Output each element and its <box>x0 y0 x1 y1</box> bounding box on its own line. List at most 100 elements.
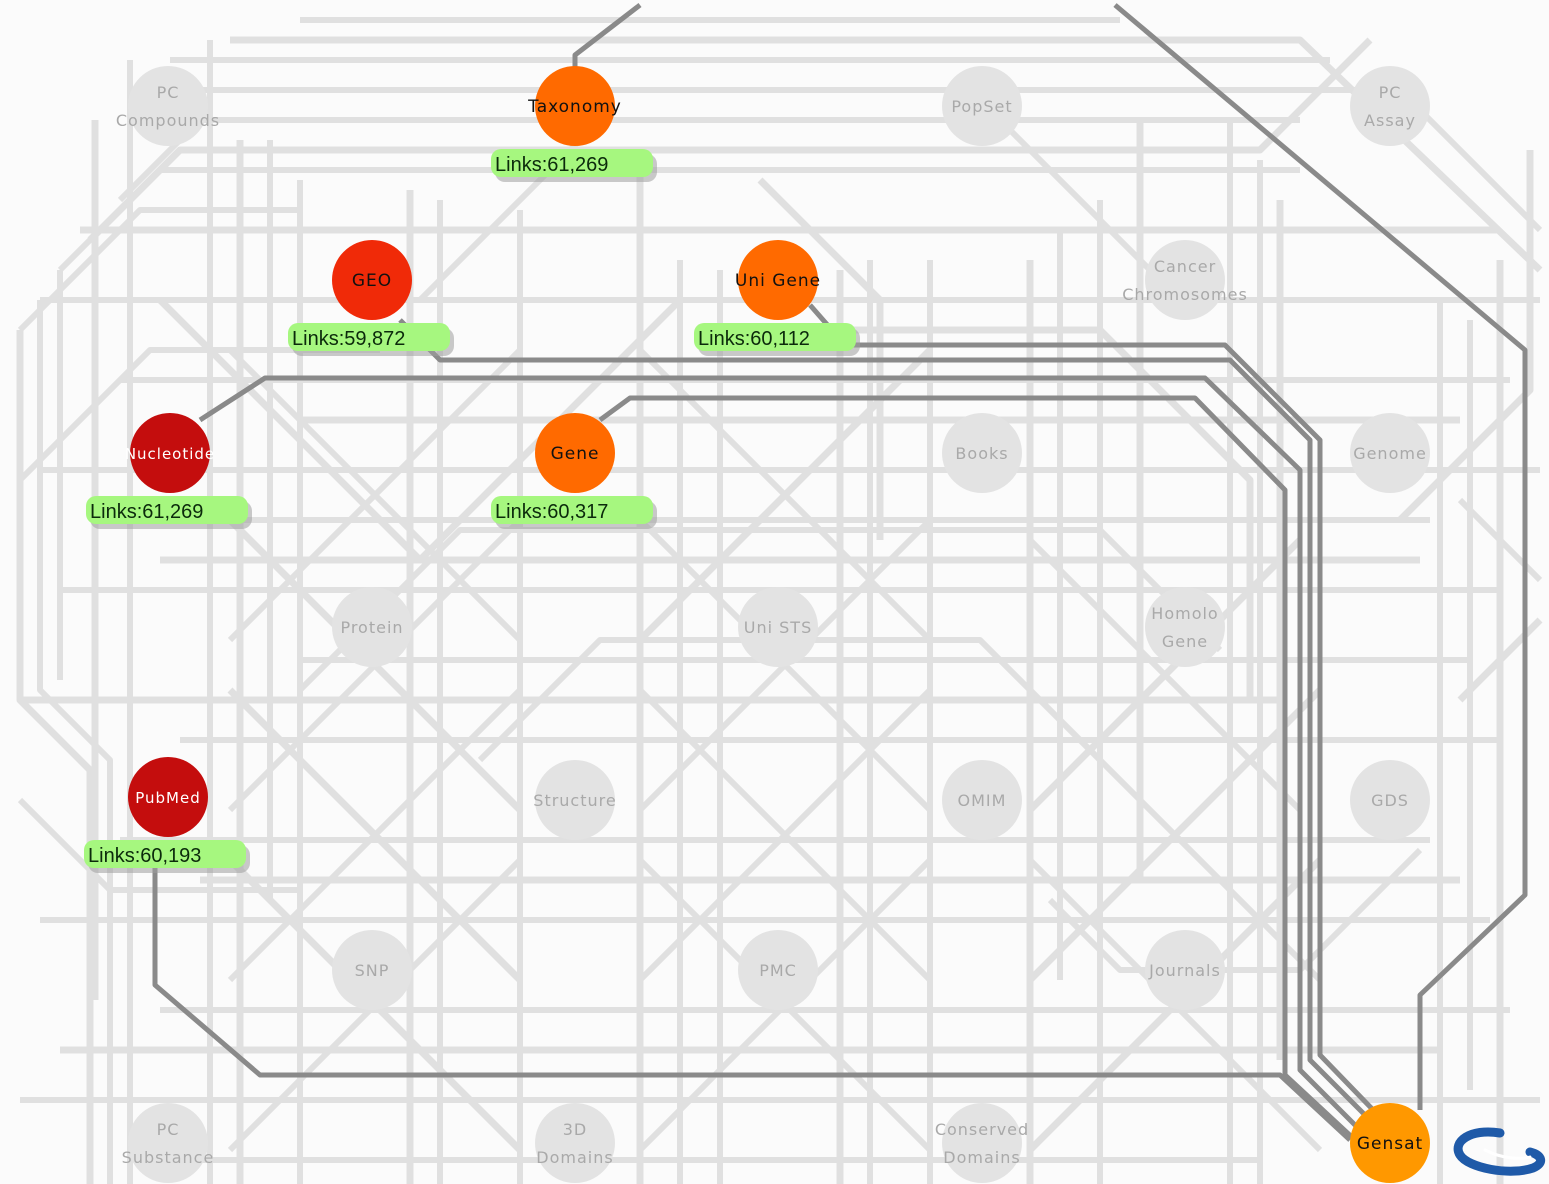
node-genome[interactable]: Genome <box>1350 413 1430 493</box>
node-label: Compounds <box>116 111 220 130</box>
node-circle <box>738 587 818 667</box>
node-label: OMIM <box>958 791 1007 810</box>
background-link-line <box>757 177 884 540</box>
node-label: PC <box>1379 83 1402 102</box>
node-label: Homolo <box>1151 604 1218 623</box>
links-count-text: Links:61,269 <box>90 501 203 523</box>
node-label: Substance <box>122 1148 215 1167</box>
node-label: Conserved <box>935 1120 1029 1139</box>
node-label: Protein <box>340 618 403 637</box>
node-label: PubMed <box>135 789 201 807</box>
node-circle <box>1350 413 1430 493</box>
node-label: Domains <box>536 1148 613 1167</box>
background-link-line <box>417 117 1183 303</box>
node-label: Taxonomy <box>527 97 622 117</box>
node-label: Assay <box>1364 111 1416 130</box>
links-badge-bg <box>86 496 248 524</box>
node-pc-substance[interactable]: PC Substance <box>122 1103 215 1183</box>
node-label: Journals <box>1148 961 1221 980</box>
background-link-line <box>820 326 1254 700</box>
node-circle <box>942 1103 1022 1183</box>
links-badge-bg <box>84 840 246 868</box>
node-label: 3D <box>563 1120 588 1139</box>
node-gds[interactable]: GDS <box>1350 760 1430 840</box>
node-label: GEO <box>352 271 392 291</box>
background-link-line <box>1027 537 1303 813</box>
node-3d-domains[interactable]: 3D Domains <box>535 1103 615 1183</box>
node-circle <box>332 930 412 1010</box>
links-count-text: Links:59,872 <box>292 328 405 350</box>
node-geo[interactable]: GEO <box>332 240 412 320</box>
node-circle <box>535 66 615 146</box>
node-circle <box>128 1103 208 1183</box>
node-circle <box>1350 66 1430 146</box>
node-label: Nucleotide <box>125 445 215 463</box>
background-link-line <box>17 207 300 333</box>
background-link-line <box>227 347 523 643</box>
links-badge-geo: Links:59,872 <box>288 323 454 356</box>
node-gene[interactable]: Gene <box>535 413 615 493</box>
node-label: Genome <box>1353 444 1427 463</box>
node-circle <box>535 760 615 840</box>
node-label: Gensat <box>1357 1134 1423 1154</box>
node-label: PopSet <box>951 97 1012 116</box>
background-link-line <box>17 797 300 893</box>
node-pubmed[interactable]: PubMed <box>128 757 208 837</box>
background-link-line <box>637 687 933 983</box>
node-circle <box>738 240 818 320</box>
active-link-line <box>152 840 1352 1142</box>
node-circle <box>1350 1103 1430 1183</box>
node-circle <box>738 930 818 1010</box>
node-omim[interactable]: OMIM <box>942 760 1022 840</box>
node-nucleotide[interactable]: Nucleotide <box>125 413 215 493</box>
background-link-line <box>227 687 523 983</box>
node-unigene[interactable]: Uni Gene <box>735 240 821 320</box>
node-circle <box>130 413 210 493</box>
background-link-line <box>1397 150 1534 523</box>
links-badge-pubmed: Links:60,193 <box>84 840 250 873</box>
links-badge-taxonomy: Links:61,269 <box>491 149 657 182</box>
node-label: SNP <box>355 961 390 980</box>
node-circle <box>1145 240 1225 320</box>
active-link-line <box>572 3 642 70</box>
node-circle <box>1145 930 1225 1010</box>
links-count-text: Links:60,193 <box>88 845 201 867</box>
active-link-lines <box>152 3 1528 1142</box>
node-snp[interactable]: SNP <box>332 930 412 1010</box>
node-structure[interactable]: Structure <box>533 760 616 840</box>
node-circle <box>535 1103 615 1183</box>
background-link-line <box>16 330 94 1184</box>
background-link-line <box>157 297 683 564</box>
node-circle <box>942 66 1022 146</box>
node-label: Uni Gene <box>735 271 821 291</box>
node-circle <box>128 66 208 146</box>
node-pc-compounds[interactable]: PC Compounds <box>116 66 220 146</box>
links-badge-bg <box>288 323 450 351</box>
node-gensat[interactable]: Gensat <box>1350 1103 1430 1183</box>
node-journals[interactable]: Journals <box>1145 930 1225 1010</box>
links-badge-gene: Links:60,317 <box>491 496 657 529</box>
node-protein[interactable]: Protein <box>332 587 412 667</box>
node-popset[interactable]: PopSet <box>942 66 1022 146</box>
background-link-line <box>57 167 1300 273</box>
background-link-line <box>150 87 1543 233</box>
links-count-text: Links:60,317 <box>495 501 608 523</box>
node-label: Uni STS <box>744 618 812 637</box>
node-label: PC <box>157 1120 180 1139</box>
node-books[interactable]: Books <box>942 413 1022 493</box>
active-link-line <box>598 395 1357 1142</box>
node-pc-assay[interactable]: PC Assay <box>1350 66 1430 146</box>
active-link-line <box>808 303 1380 1117</box>
node-taxonomy[interactable]: Taxonomy <box>527 66 622 146</box>
node-label: PC <box>157 83 180 102</box>
node-unists[interactable]: Uni STS <box>738 587 818 667</box>
node-circle <box>332 587 412 667</box>
node-label: Structure <box>533 791 616 810</box>
node-pmc[interactable]: PMC <box>738 930 818 1010</box>
